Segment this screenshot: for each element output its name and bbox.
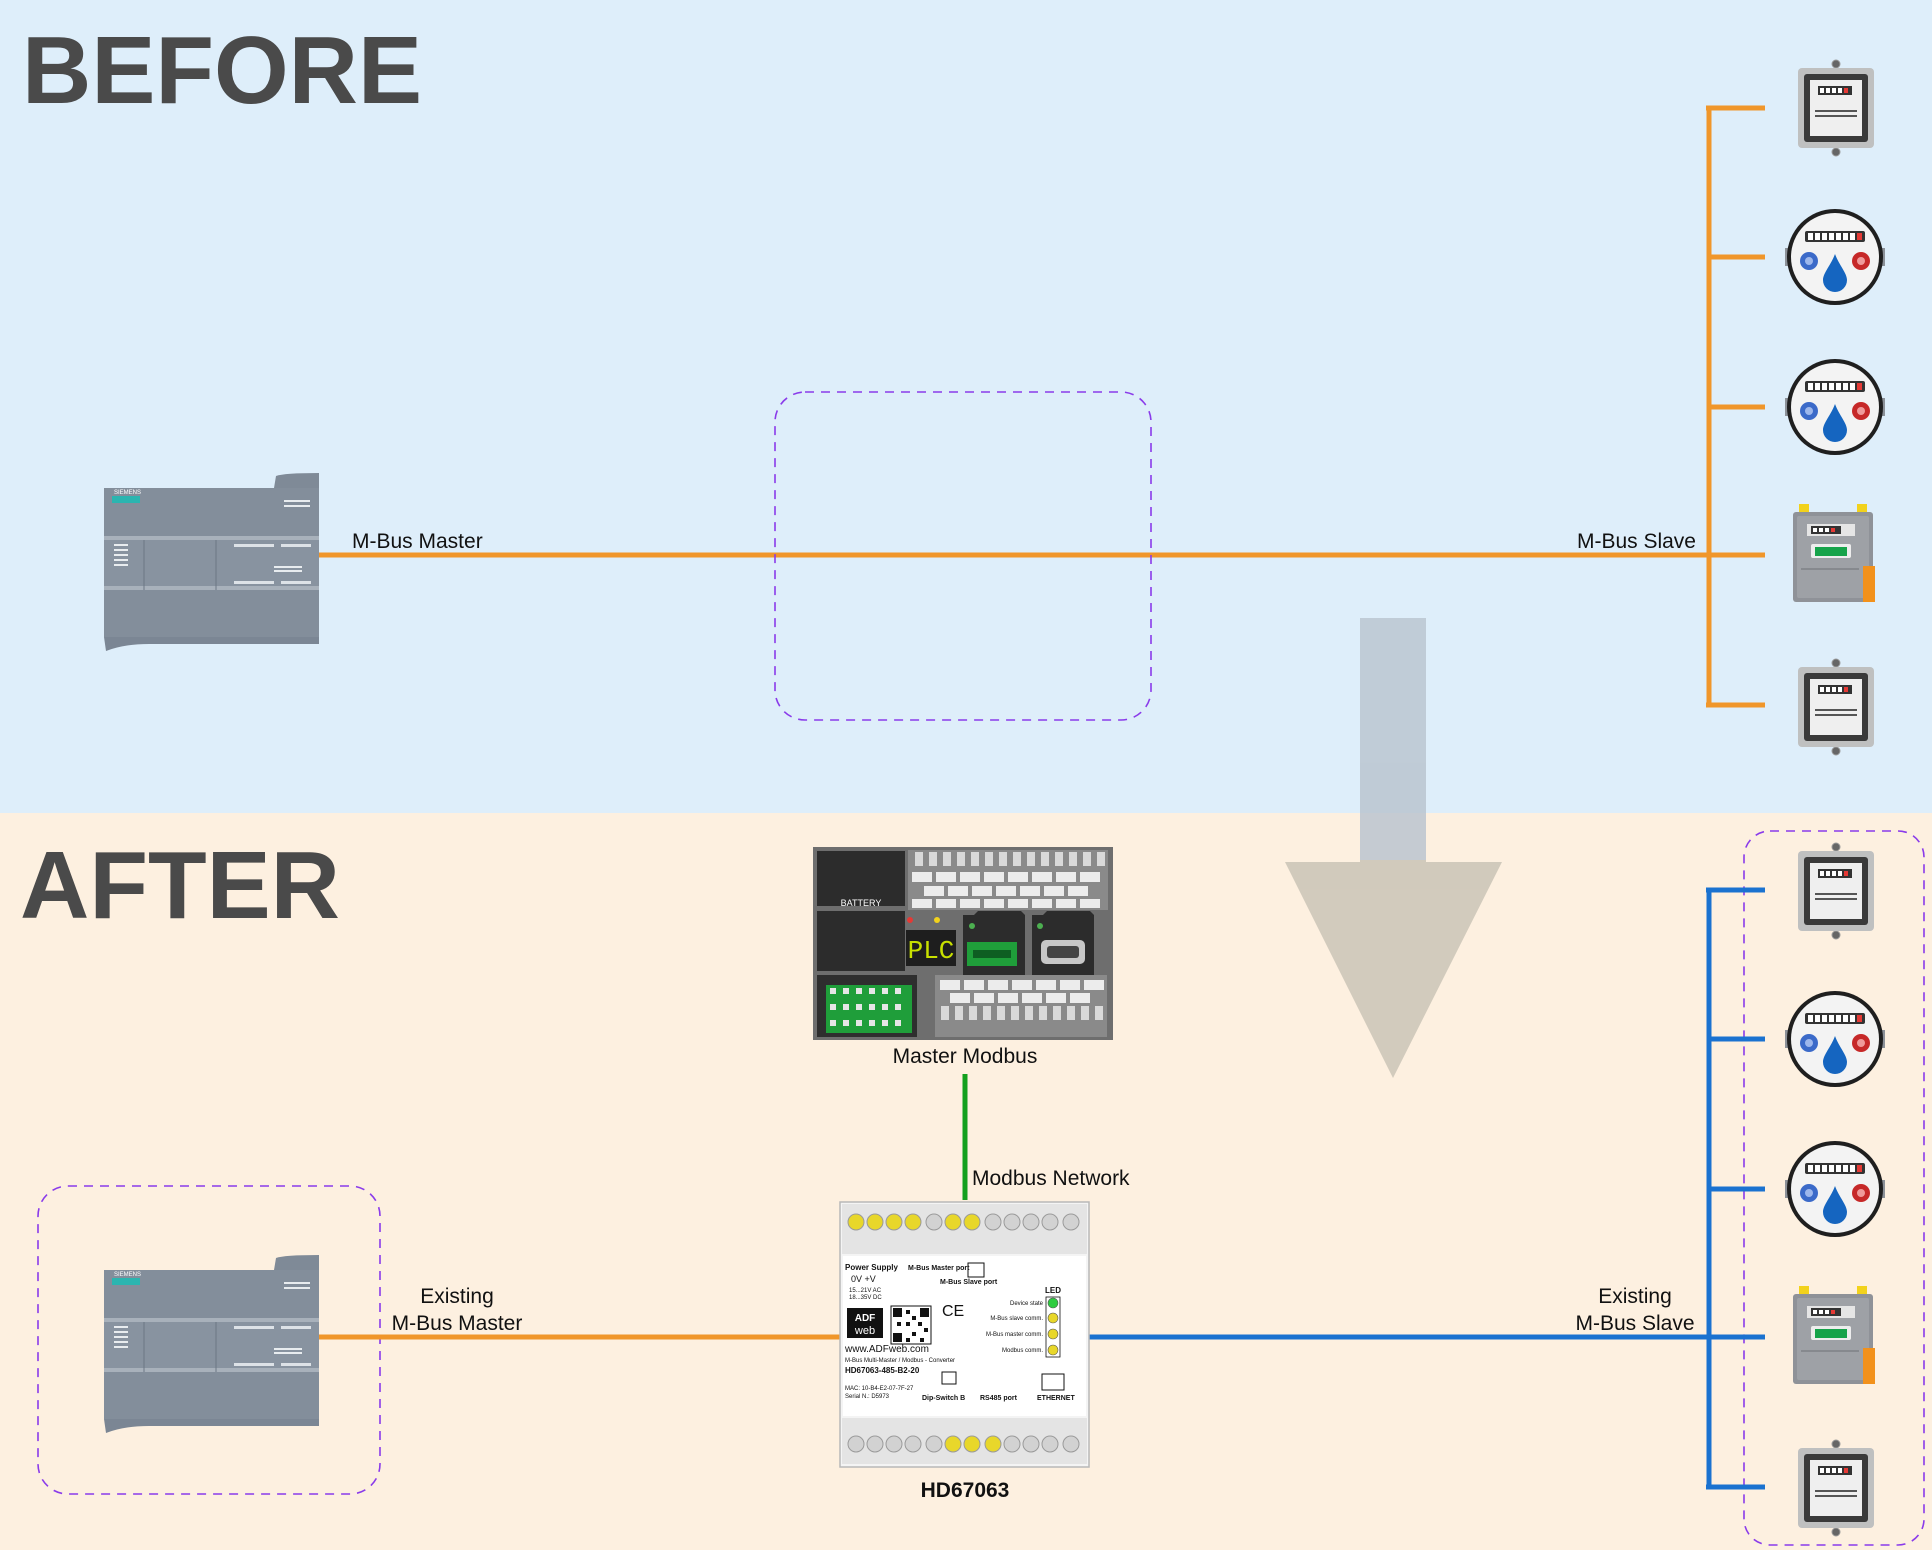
after-electricity-meter-2	[1797, 1439, 1875, 1537]
converter-ethernet: ETHERNET	[1037, 1395, 1075, 1402]
converter-model-code: HD67063-485-B2-20	[845, 1366, 920, 1375]
led-modbus-comm	[1047, 1344, 1059, 1356]
led-master-comm	[1047, 1328, 1059, 1340]
after-master-label-line2: M-Bus Master	[392, 1312, 523, 1335]
led-slave-comm	[1047, 1312, 1059, 1324]
adfweb-logo-bottom: web	[854, 1325, 875, 1337]
after-slave-label-line2: M-Bus Slave	[1575, 1312, 1694, 1335]
converter-description: M-Bus Multi-Master / Modbus - Converter	[845, 1358, 955, 1364]
converter-led-device-state: Device state	[1010, 1301, 1044, 1307]
converter-mac: MAC: 10-B4-E2-07-7F-27	[845, 1386, 914, 1392]
after-master-label-line1: Existing	[420, 1285, 494, 1308]
after-plc-image	[103, 1254, 320, 1434]
led-device-state	[1047, 1297, 1059, 1309]
adfweb-logo-top: ADF	[855, 1313, 876, 1324]
before-gas-meter	[1793, 504, 1875, 602]
modbus-plc-battery-label: BATTERY	[841, 898, 882, 908]
before-title: BEFORE	[22, 17, 422, 124]
converter-led-slave-comm: M-Bus slave comm.	[990, 1316, 1043, 1322]
before-slave-label: M-Bus Slave	[1577, 530, 1696, 553]
modbus-network-label: Modbus Network	[972, 1167, 1130, 1190]
modbus-master-plc: PLC BATTERY	[813, 847, 1113, 1040]
qr-code	[890, 1305, 932, 1345]
ethernet-port-icon	[1041, 1373, 1065, 1391]
converter-rs485-port: RS485 port	[980, 1395, 1018, 1402]
converter-mbus-slave-port: M-Bus Slave port	[940, 1279, 998, 1286]
dip-switch-a-icon	[967, 1262, 985, 1278]
converter-power-supply: Power Supply	[845, 1263, 898, 1272]
converter-serial: Serial N.: D5973	[845, 1394, 890, 1400]
modbus-plc-display: PLC	[908, 936, 955, 966]
before-master-label: M-Bus Master	[352, 530, 483, 553]
after-master-dashed-box	[37, 1185, 381, 1495]
before-plc-image	[103, 472, 320, 652]
converter-website: www.ADFweb.com	[844, 1344, 929, 1355]
before-electricity-meter-1	[1797, 59, 1875, 157]
dip-switch-b-icon	[941, 1371, 957, 1385]
converter-led-header: LED	[1045, 1286, 1061, 1295]
after-plc-brand: SIEMENS	[114, 1272, 141, 1278]
adfweb-logo	[847, 1308, 883, 1338]
after-slave-label-line1: Existing	[1598, 1285, 1672, 1308]
after-slave-dashed-box	[1743, 830, 1925, 1546]
converter-power-voltages: 0V +V	[851, 1274, 876, 1284]
before-slave-bus	[1706, 105, 1765, 708]
after-slave-bus	[1706, 887, 1765, 1490]
hd67063-converter: Power Supply 0V +V 15...21V AC 18...35V …	[839, 1201, 1090, 1468]
converter-ac-range: 15...21V AC	[849, 1288, 882, 1294]
device-name: HD67063	[921, 1479, 1010, 1502]
modbus-master-label: Master Modbus	[893, 1045, 1038, 1068]
after-title: AFTER	[20, 832, 340, 939]
converter-dip-switch: Dip-Switch B	[922, 1395, 965, 1402]
after-electricity-meter-1	[1797, 842, 1875, 940]
before-placeholder-box	[774, 391, 1152, 721]
converter-dc-range: 18...35V DC	[849, 1295, 882, 1301]
before-electricity-meter-2	[1797, 658, 1875, 756]
before-plc-brand: SIEMENS	[114, 490, 141, 496]
transition-arrow	[1285, 618, 1502, 1078]
converter-led-master-comm: M-Bus master comm.	[986, 1332, 1043, 1338]
before-panel	[0, 0, 1932, 813]
after-gas-meter	[1793, 1286, 1875, 1384]
ce-mark: CE	[942, 1303, 964, 1320]
converter-led-modbus-comm: Modbus comm.	[1002, 1348, 1043, 1354]
converter-mbus-master-port: M-Bus Master port	[908, 1265, 970, 1272]
